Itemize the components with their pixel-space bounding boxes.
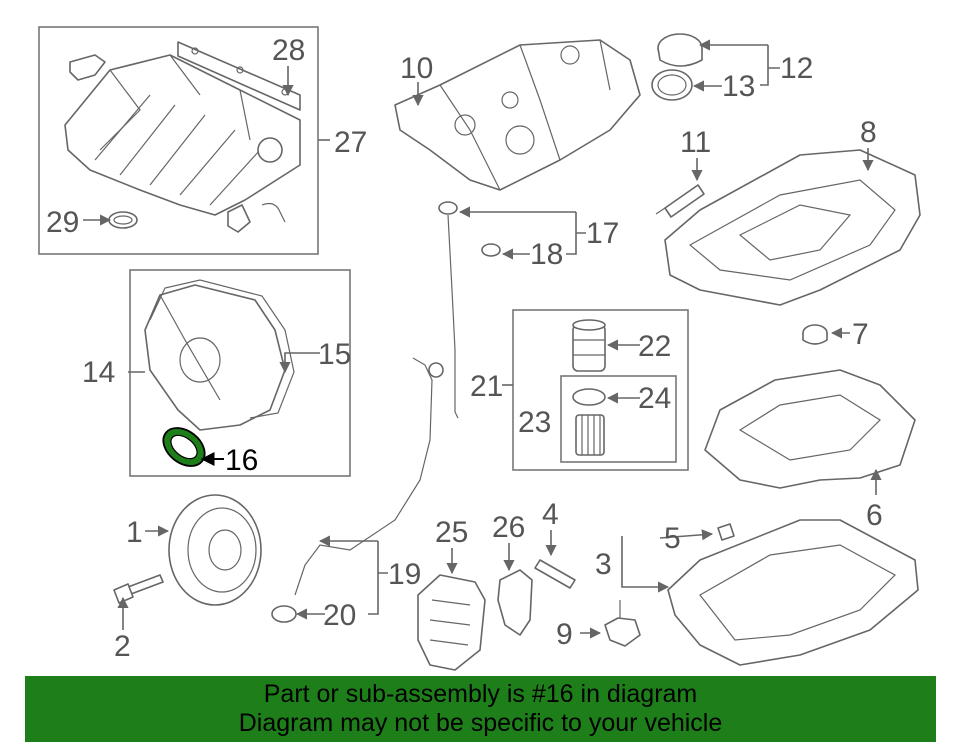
- callout-17: 17: [586, 217, 619, 250]
- oil-level-plug-part[interactable]: [802, 324, 828, 345]
- callout-29: 29: [46, 206, 79, 239]
- timing-cover-group-box: [129, 269, 351, 477]
- callout-24: 24: [638, 382, 671, 415]
- callout-27: 27: [334, 126, 367, 159]
- lower-oil-pan-part[interactable]: [667, 519, 919, 666]
- manifold-o-ring-part[interactable]: [108, 211, 138, 229]
- oil-filter-element-part[interactable]: [575, 414, 605, 456]
- dipstick-o-ring-part[interactable]: [481, 243, 501, 257]
- callout-5: 5: [664, 522, 681, 555]
- callout-8: 8: [860, 116, 877, 149]
- dipstick-part[interactable]: [438, 201, 459, 419]
- callout-28: 28: [272, 34, 305, 67]
- filler-cap-seal-part[interactable]: [651, 69, 693, 101]
- oil-cooler-part[interactable]: [417, 574, 486, 671]
- dipstick-tube-part[interactable]: [294, 357, 444, 596]
- callout-20: 20: [323, 599, 356, 632]
- drain-plug-part[interactable]: [717, 523, 735, 541]
- oil-level-sensor-part[interactable]: [604, 600, 641, 647]
- callout-14: 14: [82, 356, 115, 389]
- callout-9: 9: [556, 618, 573, 651]
- callout-23: 23: [518, 406, 551, 439]
- callout-6: 6: [866, 499, 883, 532]
- pulley-bolt-part[interactable]: [113, 574, 164, 604]
- valve-cover-part[interactable]: [394, 39, 641, 191]
- callout-25: 25: [435, 516, 468, 549]
- callout-7: 7: [852, 318, 869, 351]
- dipstick-tube-o-ring-part[interactable]: [271, 605, 297, 623]
- sealant-tube-lower-part[interactable]: [534, 559, 576, 589]
- crankshaft-pulley-part[interactable]: [168, 494, 262, 606]
- front-crankshaft-seal-part[interactable]: [156, 420, 212, 474]
- callout-10: 10: [400, 52, 433, 85]
- timing-cover-gasket-part[interactable]: [149, 279, 295, 419]
- callout-1: 1: [126, 516, 143, 549]
- callout-26: 26: [492, 511, 525, 544]
- callout-11: 11: [680, 126, 711, 159]
- banner-line-disclaimer: Diagram may not be specific to your vehi…: [238, 709, 723, 737]
- engine-lower-cover-part[interactable]: [704, 369, 916, 489]
- oil-filter-group-box: [512, 309, 689, 471]
- callout-13: 13: [722, 70, 755, 103]
- oil-filter-o-ring-part[interactable]: [572, 388, 606, 406]
- callout-4: 4: [542, 498, 559, 531]
- manifold-bracket-part[interactable]: [69, 54, 106, 81]
- oil-filter-cap-part[interactable]: [572, 319, 606, 372]
- callout-3: 3: [595, 548, 612, 581]
- banner-line-part-number: Part or sub-assembly is #16 in diagram: [263, 680, 698, 708]
- oil-filler-cap-part[interactable]: [657, 33, 703, 67]
- callout-labels: 28 27 29 10 12 13 11 8 17 18 15 14 16 22…: [46, 34, 883, 663]
- callout-15: 15: [318, 338, 351, 371]
- leader-lines: [83, 39, 882, 639]
- callout-22: 22: [638, 330, 671, 363]
- callout-2: 2: [114, 630, 131, 663]
- callout-12: 12: [780, 52, 813, 85]
- callout-21: 21: [470, 370, 503, 403]
- callout-18: 18: [530, 238, 563, 271]
- callout-19: 19: [388, 558, 421, 591]
- sealant-tube-part[interactable]: [655, 184, 705, 218]
- info-banner: Part or sub-assembly is #16 in diagram D…: [25, 676, 936, 742]
- upper-oil-pan-part[interactable]: [664, 149, 921, 306]
- oil-filter-element-group-box: [560, 375, 677, 463]
- manifold-sensor-part[interactable]: [227, 202, 286, 233]
- callout-16: 16: [225, 444, 258, 477]
- intake-manifold-part[interactable]: [64, 54, 301, 216]
- timing-cover-part[interactable]: [144, 284, 286, 431]
- oil-cooler-gasket-part[interactable]: [497, 569, 533, 636]
